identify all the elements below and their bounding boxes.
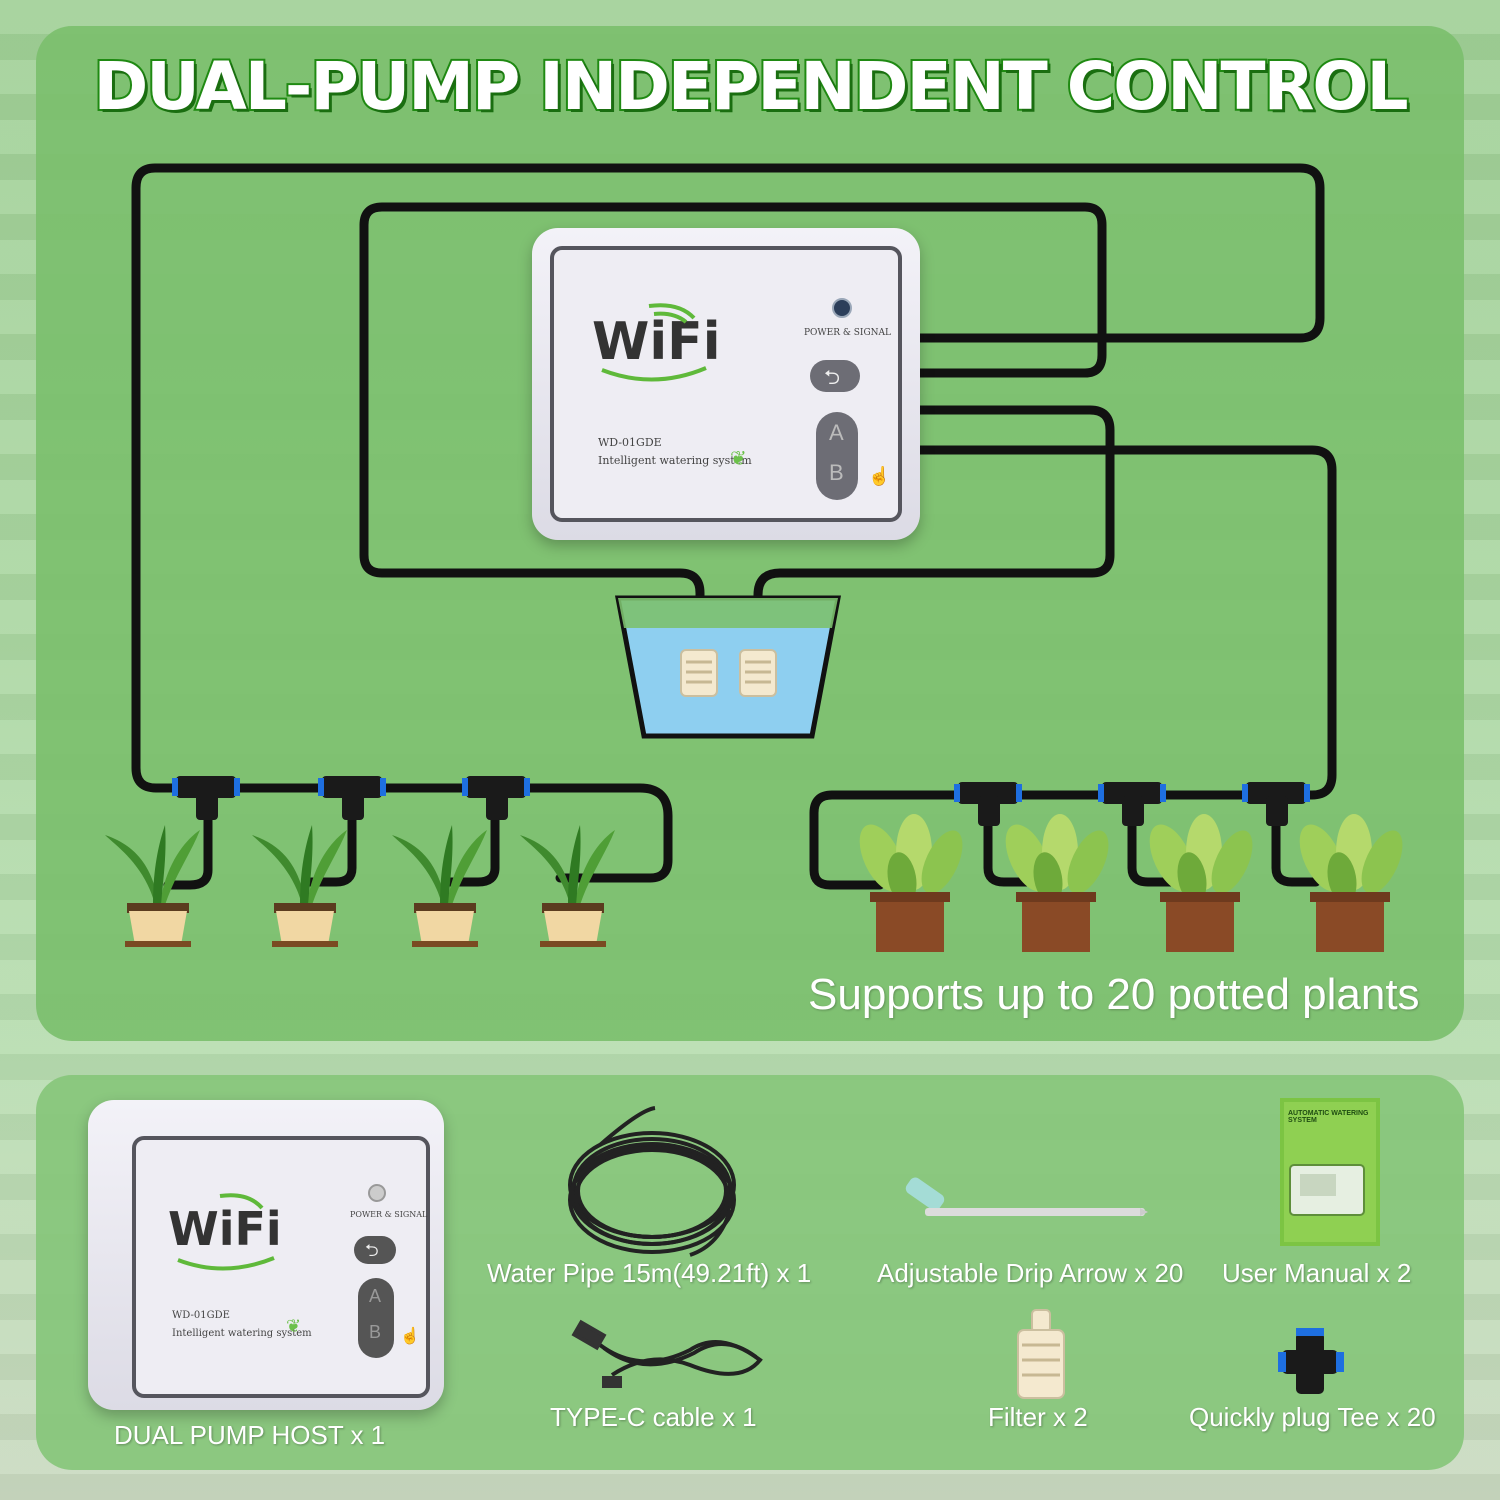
device-description: Intelligent watering system [172, 1328, 312, 1339]
tee-label: Quickly plug Tee x 20 [1189, 1402, 1436, 1432]
wifi-logo: WiFi [592, 312, 721, 372]
back-button[interactable]: ⮌ [810, 360, 860, 392]
tee-connectors [172, 776, 1310, 826]
hand-pointer-icon: ☝ [868, 466, 891, 486]
plant-pot-right [1299, 814, 1403, 952]
support-text: Supports up to 20 potted plants [808, 970, 1420, 1019]
button-a-label: A [369, 1286, 382, 1306]
back-button[interactable]: ⮌ [354, 1236, 396, 1264]
type-c-cable-label: TYPE-C cable x 1 [550, 1402, 757, 1432]
manual-cover-title: AUTOMATIC WATERING SYSTEM [1288, 1110, 1369, 1124]
undo-arrow-icon: ⮌ [824, 367, 841, 389]
user-manual [1280, 1098, 1380, 1246]
wifi-arc-icon [601, 303, 707, 382]
tee-connector [318, 776, 386, 820]
ab-toggle-button[interactable]: A B [816, 412, 858, 500]
plant-pot-left [392, 825, 487, 947]
headline: DUAL-PUMP INDEPENDENT CONTROL [91, 46, 1410, 127]
user-manual-label: User Manual x 2 [1222, 1258, 1412, 1288]
button-b-label: B [369, 1322, 382, 1342]
water-pipe-coil [568, 1106, 736, 1257]
power-signal-led [832, 298, 852, 318]
power-signal-label: POWER & SIGNAL [350, 1210, 428, 1219]
type-c-cable [571, 1319, 763, 1388]
water-pipe-label: Water Pipe 15m(49.21ft) x 1 [487, 1258, 812, 1288]
plant-pot-right [1149, 814, 1253, 952]
plant-pot-left [520, 825, 615, 947]
filter-part [1017, 1309, 1065, 1399]
power-signal-label: POWER & SIGNAL [804, 328, 892, 338]
filter-label: Filter x 2 [988, 1402, 1088, 1432]
wifi-controller-device: WiFi POWER & SIGNAL ⮌ A B ☝ WD-01GDE Int… [532, 228, 920, 540]
plant-pot-left [105, 825, 200, 947]
undo-arrow-icon: ⮌ [365, 1241, 379, 1260]
pipe-loop-inner-left [359, 202, 1107, 655]
water-container [614, 595, 842, 739]
plant-pot-right [1005, 814, 1109, 952]
tee-connector [172, 776, 240, 820]
model-number: WD-01GDE [172, 1310, 230, 1321]
button-b-label: B [829, 460, 844, 485]
tee-connector [954, 782, 1022, 826]
pipe-loop-inner-right [753, 405, 1115, 655]
wifi-logo: WiFi [168, 1202, 282, 1256]
power-signal-led [368, 1184, 386, 1202]
device-face: WiFi POWER & SIGNAL ⮌ A B ☝ WD-01GDE Int… [132, 1136, 430, 1398]
ab-toggle-button[interactable]: A B [358, 1278, 394, 1358]
model-number: WD-01GDE [598, 436, 662, 449]
plant-pot-left [252, 825, 347, 947]
tee-connector [1242, 782, 1310, 826]
host-label: DUAL PUMP HOST x 1 [114, 1420, 386, 1450]
dual-pump-host-image: WiFi POWER & SIGNAL ⮌ A B ☝ WD-01GDE Int… [88, 1100, 444, 1410]
pipe-loop-right [809, 445, 1337, 890]
drip-arrow [905, 1177, 1148, 1216]
button-a-label: A [829, 420, 844, 445]
plant-group-left [105, 825, 615, 947]
pipe-network [131, 163, 1337, 890]
drip-arrow-label: Adjustable Drip Arrow x 20 [877, 1258, 1184, 1288]
tee-part [1278, 1328, 1344, 1394]
tee-connector [462, 776, 530, 820]
hand-pointer-icon: ☝ [400, 1328, 420, 1345]
pipe-loop-outer [131, 163, 1325, 883]
pump-filter [680, 649, 718, 697]
tee-connector [1098, 782, 1166, 826]
plant-pot-right [859, 814, 963, 952]
plant-group-right [859, 814, 1403, 952]
device-description: Intelligent watering system [598, 454, 752, 467]
leaf-icon: ❦ [286, 1316, 302, 1336]
leaf-icon: ❦ [730, 448, 747, 470]
pump-filter [739, 649, 777, 697]
wifi-arc-icon [177, 1193, 275, 1271]
device-face: WiFi POWER & SIGNAL ⮌ A B ☝ WD-01GDE Int… [550, 246, 902, 522]
